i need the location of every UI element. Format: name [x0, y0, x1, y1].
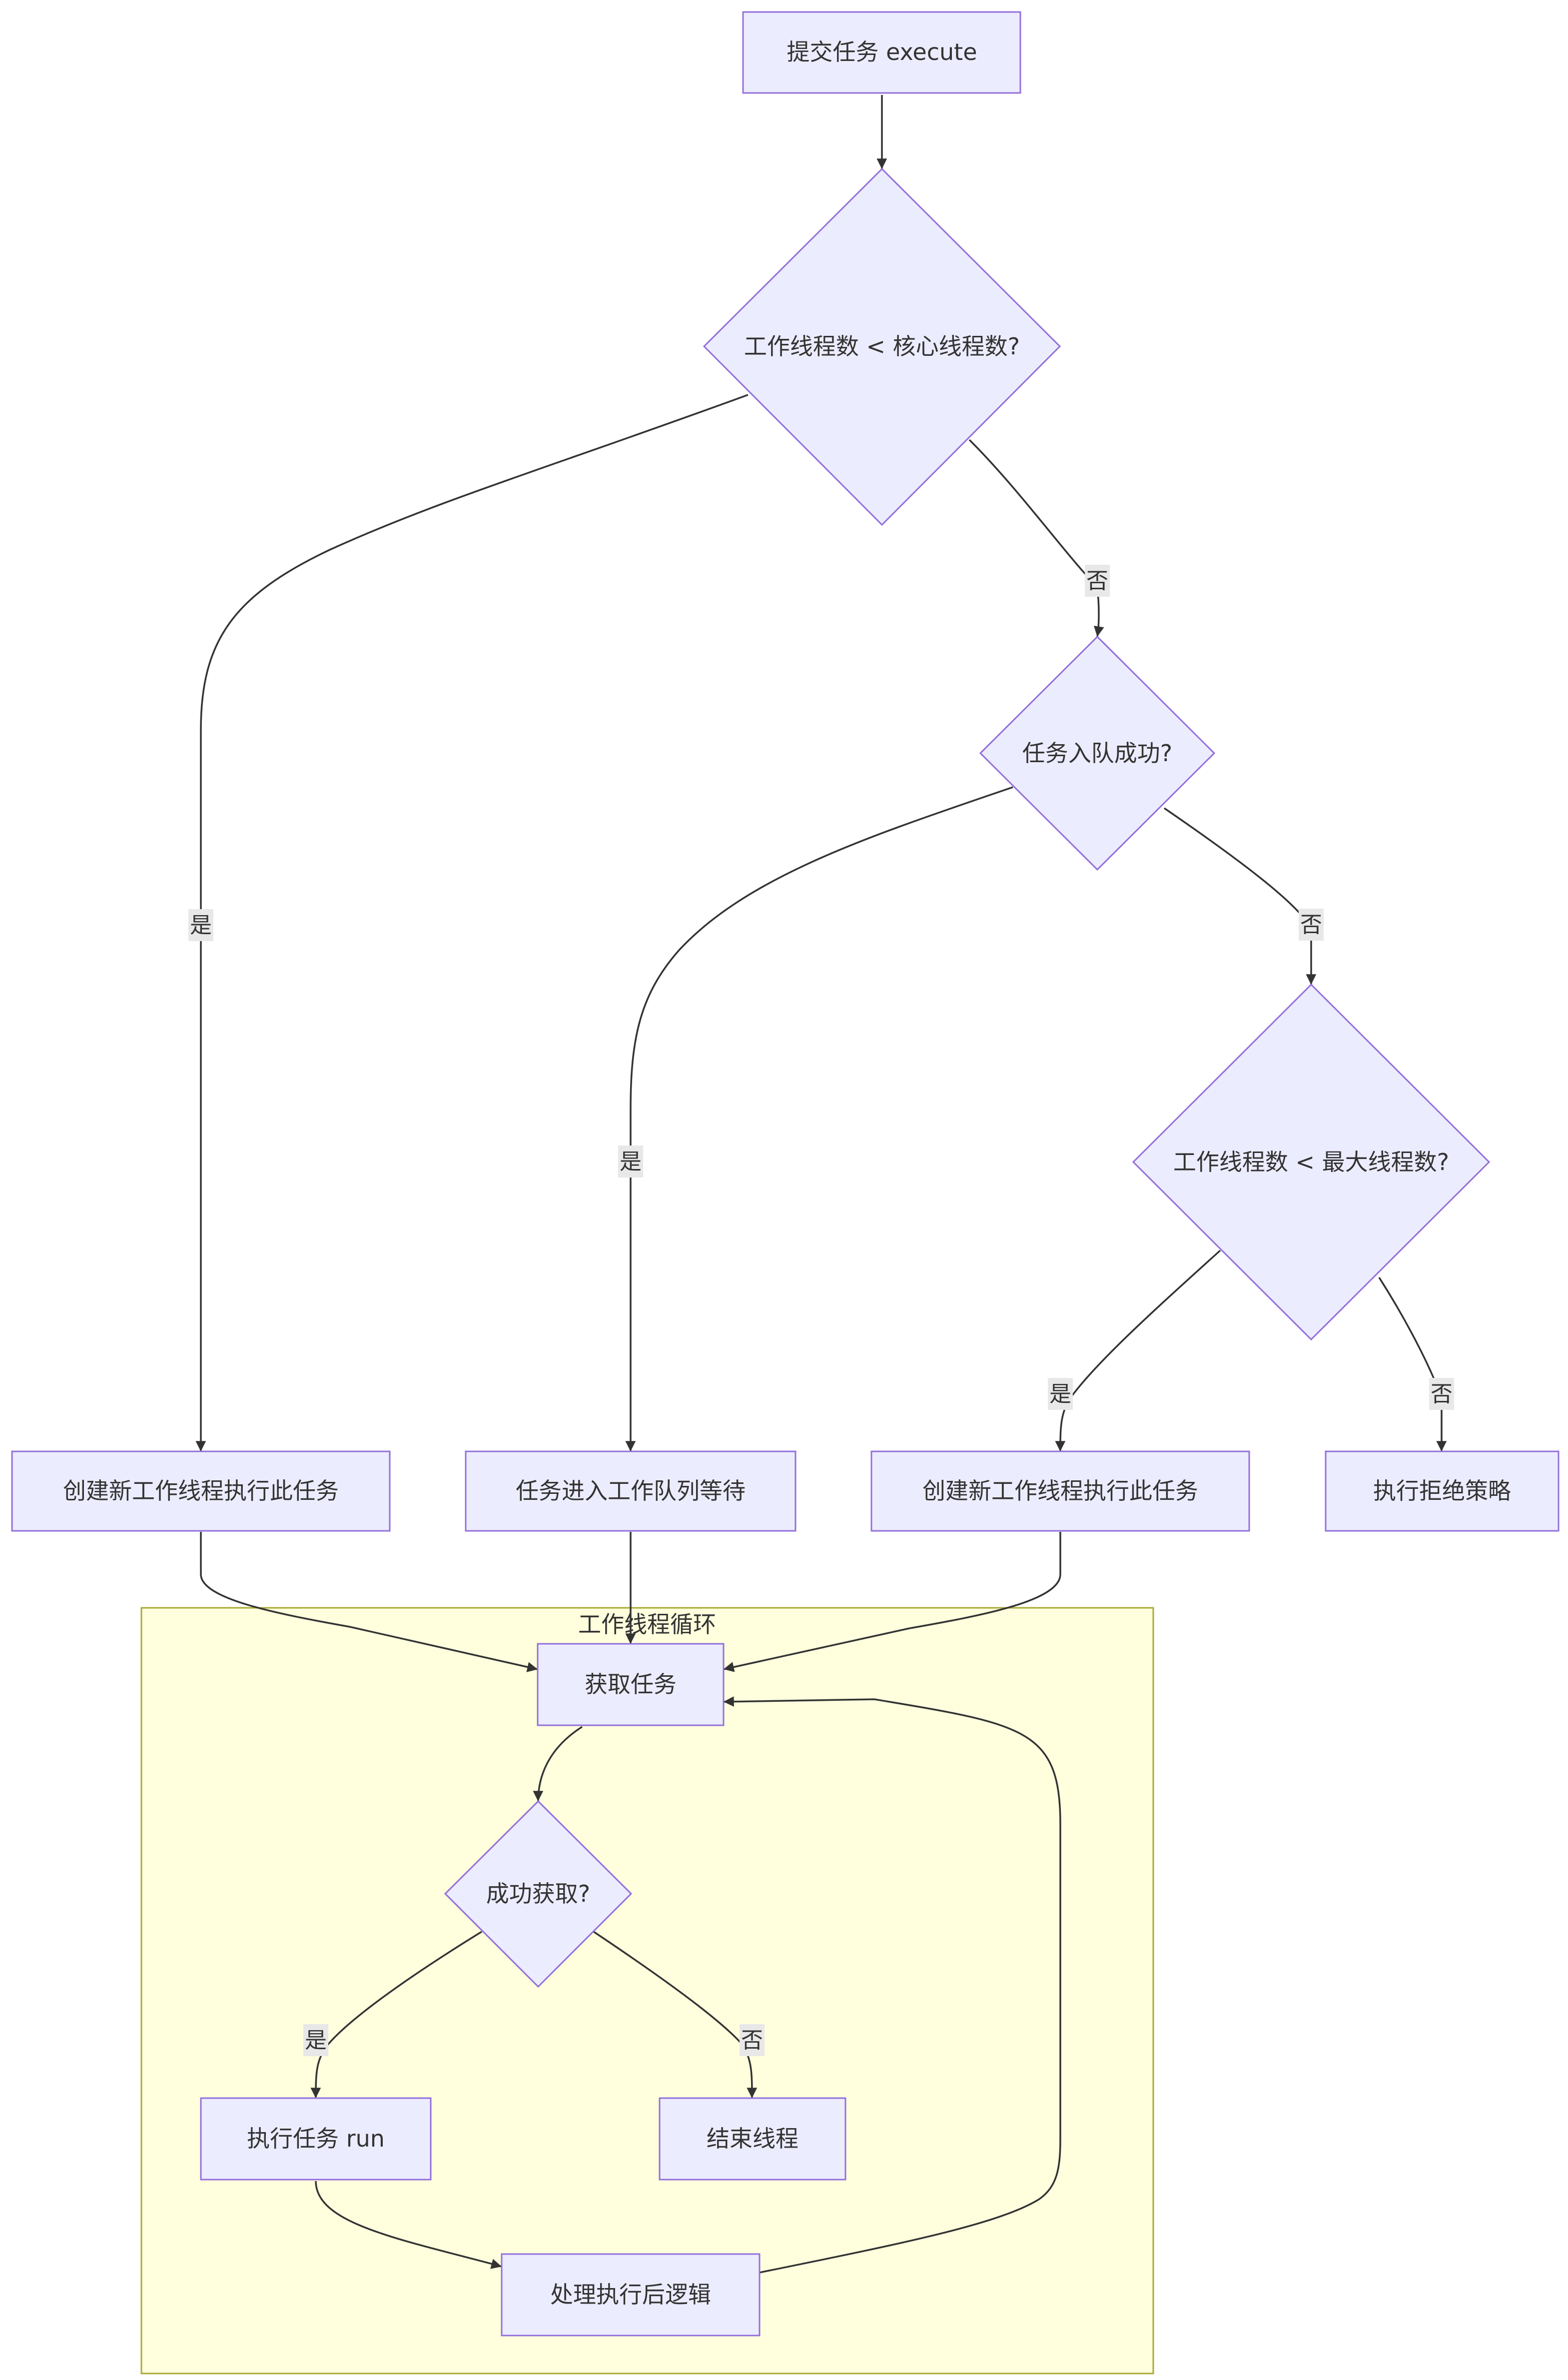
svg-text:是: 是 — [1049, 1381, 1071, 1407]
svg-text:是: 是 — [190, 913, 212, 938]
label-queue-yes: 是 — [618, 1146, 643, 1178]
node-create-max-worker: 创建新工作线程执行此任务 — [870, 1450, 1250, 1532]
decision-get-success: 成功获取? — [444, 1800, 633, 1988]
svg-text:成功获取?: 成功获取? — [486, 1880, 590, 1907]
svg-text:创建新工作线程执行此任务: 创建新工作线程执行此任务 — [922, 1477, 1198, 1504]
node-reject-policy: 执行拒绝策略 — [1325, 1450, 1560, 1532]
svg-text:任务进入工作队列等待: 任务进入工作队列等待 — [516, 1477, 746, 1504]
svg-text:工作线程数 < 核心线程数?: 工作线程数 < 核心线程数? — [744, 333, 1020, 360]
edge-create-max-to-get-task — [723, 1532, 1061, 1672]
worker-loop-cluster: 工作线程循环 — [140, 1607, 1154, 2375]
edge-labels: 是 否 是 否 是 否 是 否 — [188, 565, 1454, 2056]
label-max-no: 否 — [1429, 1378, 1454, 1410]
edge-check-get-yes — [310, 1931, 482, 2099]
node-get-task: 获取任务 — [537, 1643, 725, 1726]
label-max-yes: 是 — [1048, 1378, 1073, 1410]
node-create-core-worker: 创建新工作线程执行此任务 — [11, 1450, 391, 1532]
edge-check-core-yes — [195, 394, 749, 1452]
svg-text:执行拒绝策略: 执行拒绝策略 — [1373, 1477, 1511, 1504]
svg-text:提交任务 execute: 提交任务 execute — [786, 38, 977, 65]
svg-text:执行任务 run: 执行任务 run — [247, 2125, 385, 2152]
edge-create-core-to-get-task — [200, 1532, 538, 1672]
edge-get-task-to-check-get — [533, 1726, 583, 1802]
edge-check-max-yes — [1055, 1249, 1221, 1452]
decision-max-threads: 工作线程数 < 最大线程数? — [1132, 983, 1491, 1341]
svg-text:工作线程数 < 最大线程数?: 工作线程数 < 最大线程数? — [1173, 1149, 1449, 1176]
edge-check-get-no — [593, 1931, 758, 2099]
edge-run-task-to-after-run — [315, 2181, 502, 2269]
svg-text:否: 否 — [1431, 1381, 1453, 1407]
label-core-no: 否 — [1085, 565, 1110, 597]
svg-text:否: 否 — [741, 2028, 763, 2053]
svg-text:获取任务: 获取任务 — [585, 1671, 677, 1698]
node-enqueue-task: 任务进入工作队列等待 — [465, 1450, 796, 1532]
node-run-task: 执行任务 run — [200, 2097, 432, 2181]
label-get-no: 否 — [740, 2024, 765, 2056]
decision-core-threads: 工作线程数 < 核心线程数? — [703, 167, 1061, 526]
svg-text:是: 是 — [305, 2028, 327, 2053]
svg-text:否: 否 — [1300, 912, 1322, 938]
node-submit-task: 提交任务 execute — [742, 11, 1021, 94]
label-queue-no: 否 — [1299, 909, 1324, 941]
edge-check-queue-yes — [625, 786, 1013, 1452]
svg-text:否: 否 — [1086, 568, 1108, 594]
nodes: 提交任务 execute 工作线程数 < 核心线程数? 任务入队成功? 工作线程… — [11, 11, 1560, 2337]
edges — [195, 95, 1447, 2274]
edge-check-queue-no — [1164, 807, 1317, 985]
svg-text:任务入队成功?: 任务入队成功? — [1022, 740, 1172, 767]
edge-check-core-no — [968, 439, 1104, 637]
svg-text:处理执行后逻辑: 处理执行后逻辑 — [550, 2281, 711, 2308]
svg-text:结束线程: 结束线程 — [707, 2125, 798, 2152]
edge-after-run-to-get-task — [723, 1696, 1061, 2274]
node-end-thread: 结束线程 — [659, 2097, 846, 2181]
node-after-execute: 处理执行后逻辑 — [501, 2253, 761, 2337]
label-get-yes: 是 — [303, 2024, 328, 2056]
svg-text:创建新工作线程执行此任务: 创建新工作线程执行此任务 — [63, 1477, 339, 1504]
edge-check-max-no — [1378, 1277, 1447, 1452]
decision-queue-offer: 任务入队成功? — [979, 635, 1216, 871]
label-core-yes: 是 — [188, 909, 213, 941]
cluster-label: 工作线程循环 — [578, 1611, 716, 1638]
svg-text:是: 是 — [620, 1149, 642, 1175]
